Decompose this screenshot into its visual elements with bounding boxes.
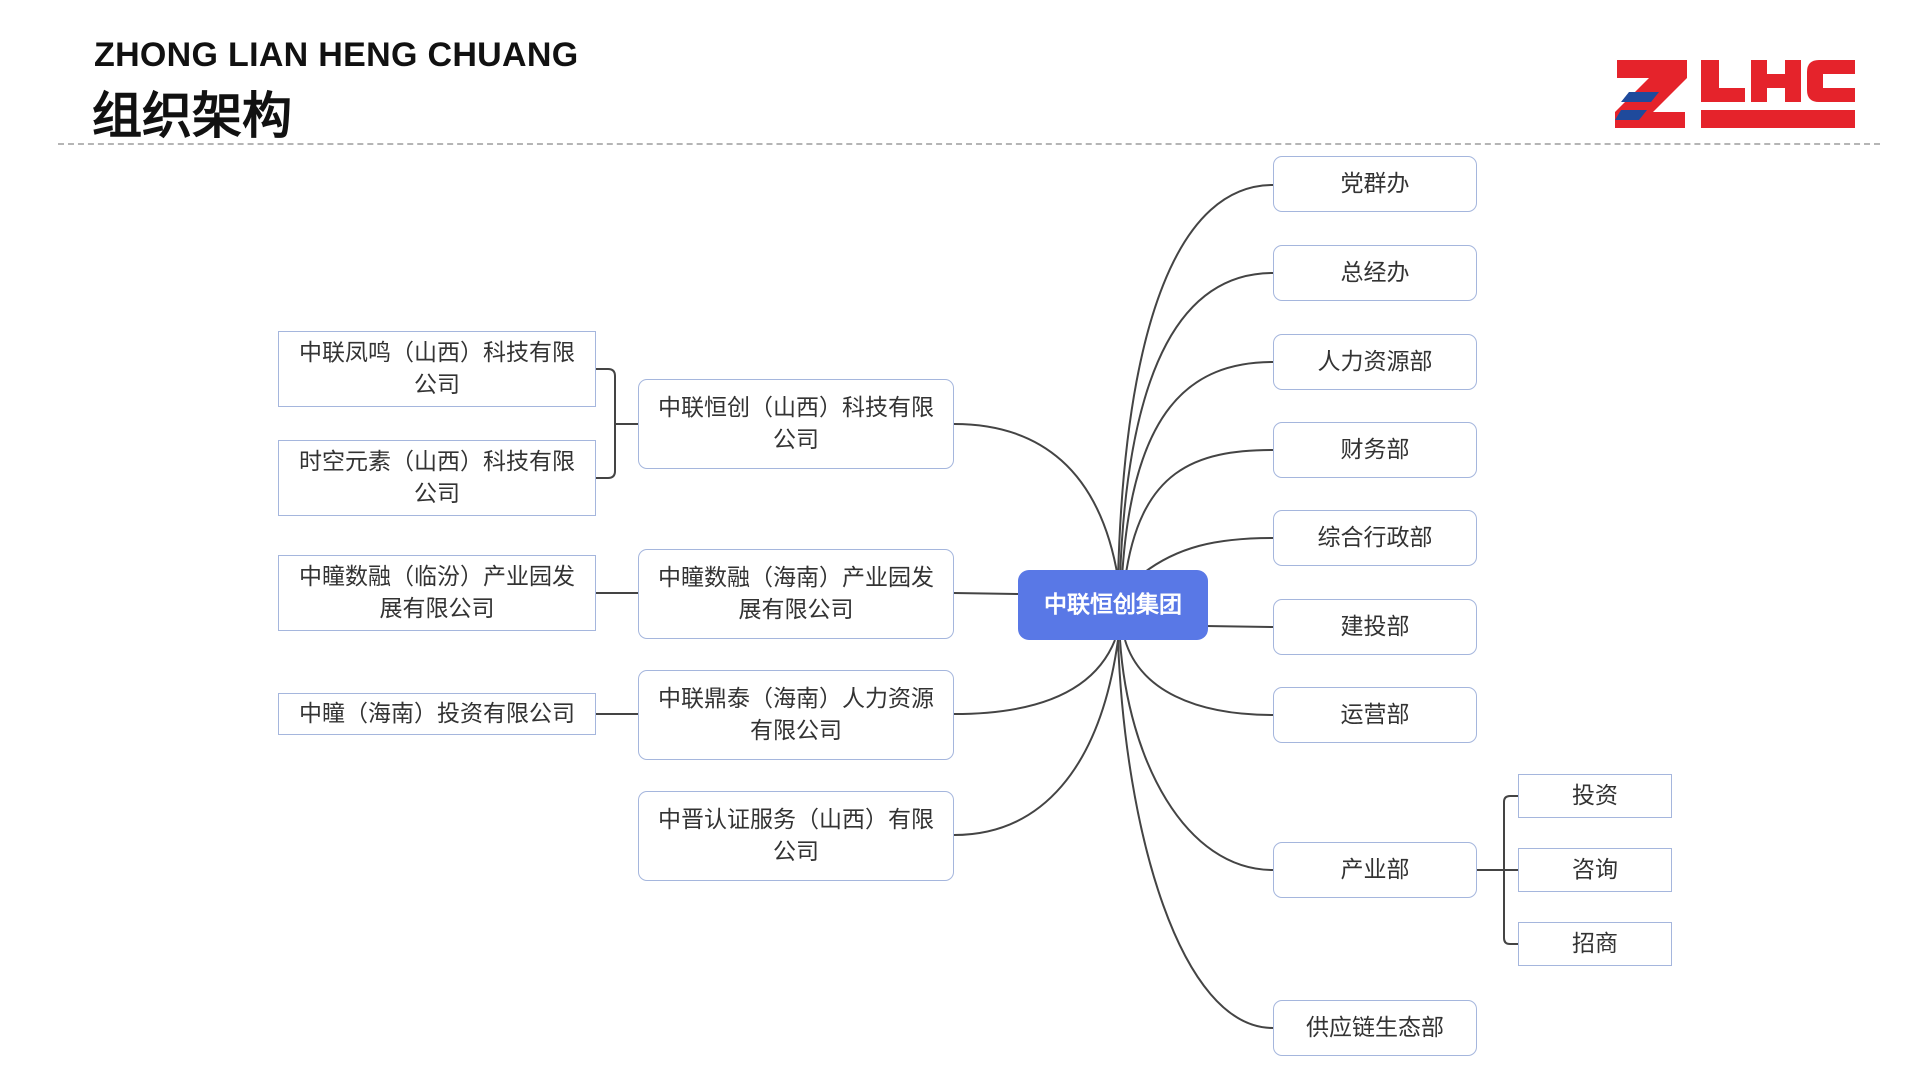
logo-h-shape [1751,60,1801,102]
subsidiary-node[interactable]: 中联恒创（山西）科技有限公司 [638,379,954,469]
logo-stripe [1615,110,1647,120]
connector [953,639,1119,836]
connector [1204,625,1274,628]
header-divider [58,143,1880,145]
connector [1121,361,1274,579]
dept-node[interactable]: 综合行政部 [1273,510,1477,566]
dept-node[interactable]: 产业部 [1273,842,1477,898]
sub-subsidiary-node[interactable]: 时空元素（山西）科技有限公司 [278,440,596,516]
subsidiary-node[interactable]: 中晋认证服务（山西）有限公司 [638,791,954,881]
connector [1119,639,1274,871]
connector [1117,184,1274,579]
zlhc-logo [1615,60,1855,128]
dept-node[interactable]: 人力资源部 [1273,334,1477,390]
sub-subsidiary-node[interactable]: 中瞳数融（临汾）产业园发展有限公司 [278,555,596,631]
industry-sub-node[interactable]: 投资 [1518,774,1672,818]
page-title: 组织架构 [92,87,292,145]
subsidiary-node[interactable]: 中瞳数融（海南）产业园发展有限公司 [638,549,954,639]
connector [1119,272,1274,579]
logo-stripe [1621,92,1659,102]
logo-c-shape [1807,60,1855,102]
sub-subsidiary-node[interactable]: 中联凤鸣（山西）科技有限公司 [278,331,596,407]
dept-node[interactable]: 总经办 [1273,245,1477,301]
connector [953,423,1119,579]
dept-node[interactable]: 财务部 [1273,422,1477,478]
dept-node[interactable]: 供应链生态部 [1273,1000,1477,1056]
connector [953,592,1019,595]
logo-underline [1701,110,1855,128]
sub-subsidiary-node[interactable]: 中瞳（海南）投资有限公司 [278,693,596,735]
dept-node[interactable]: 建投部 [1273,599,1477,655]
connector [953,639,1116,715]
industry-sub-node[interactable]: 咨询 [1518,848,1672,892]
logo-l-shape [1701,60,1745,102]
industry-sub-node[interactable]: 招商 [1518,922,1672,966]
connector [596,368,616,479]
dept-node[interactable]: 运营部 [1273,687,1477,743]
company-name-en: ZHONG LIAN HENG CHUANG [94,36,579,74]
dept-node[interactable]: 党群办 [1273,156,1477,212]
connector [1124,639,1274,716]
connector [1134,537,1274,581]
connector [1117,639,1274,1029]
root-node[interactable]: 中联恒创集团 [1018,570,1208,640]
subsidiary-node[interactable]: 中联鼎泰（海南）人力资源有限公司 [638,670,954,760]
connector [1124,449,1274,581]
